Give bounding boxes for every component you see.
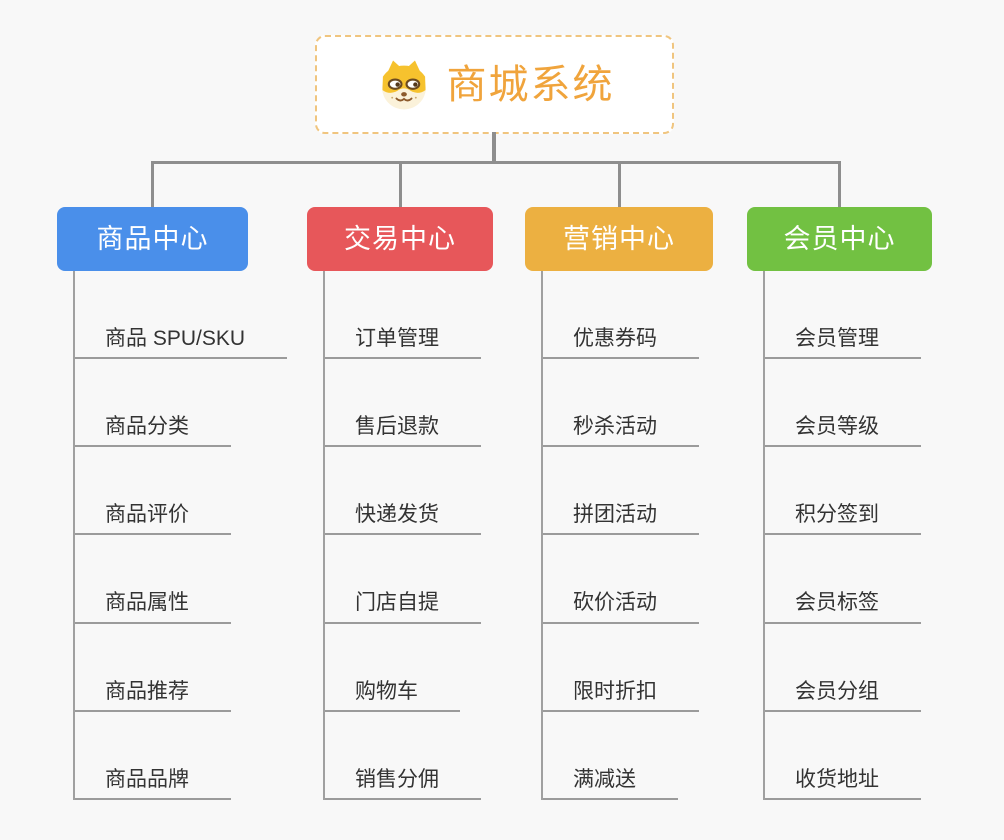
leaf-node[interactable]: 商品推荐 [75,679,231,712]
leaf-node[interactable]: 限时折扣 [543,679,699,712]
leaf-node[interactable]: 商品 SPU/SKU [75,326,288,360]
leaf-row: 商品推荐 [75,624,287,712]
leaf-row: 秒杀活动 [543,359,713,448]
branch-node[interactable]: 会员中心 [747,207,932,271]
leaf-row: 商品 SPU/SKU [75,271,288,360]
leaf-node[interactable]: 会员标签 [765,590,921,624]
leaf-row: 销售分佣 [325,712,493,800]
leaf-list: 订单管理售后退款快递发货门店自提购物车销售分佣 [323,271,493,800]
leaf-node[interactable]: 拼团活动 [543,502,699,536]
leaf-row: 满减送 [543,712,713,800]
branch-node[interactable]: 商品中心 [57,207,248,271]
branch-connector-drop [399,163,402,207]
leaf-node[interactable]: 优惠券码 [543,326,699,360]
dog-face-icon [381,60,426,109]
branch-node-label: 交易中心 [344,223,456,254]
leaf-row: 积分签到 [765,447,932,536]
leaf-node[interactable]: 门店自提 [325,590,481,624]
leaf-node[interactable]: 销售分佣 [325,767,481,800]
leaf-row: 会员等级 [765,359,932,448]
leaf-node[interactable]: 秒杀活动 [543,414,699,448]
leaf-row: 拼团活动 [543,447,713,536]
leaf-row: 商品评价 [75,447,287,536]
leaf-row: 售后退款 [325,359,493,448]
leaf-node[interactable]: 满减送 [543,767,678,800]
branch-connector-drop [838,163,841,207]
branch-node-label: 营销中心 [563,223,675,254]
branch-node-label: 商品中心 [96,223,209,254]
leaf-row: 会员标签 [765,535,932,624]
leaf-node[interactable]: 砍价活动 [543,590,699,624]
leaf-row: 商品属性 [75,535,287,624]
branch-connector-drop [618,163,621,207]
leaf-node[interactable]: 购物车 [325,679,460,712]
branch-column: 营销中心优惠券码秒杀活动拼团活动砍价活动限时折扣满减送 [525,207,713,800]
leaf-node[interactable]: 商品评价 [75,502,231,536]
leaf-row: 限时折扣 [543,624,713,712]
leaf-node[interactable]: 积分签到 [765,502,921,536]
root-title: 商城系统 [446,62,615,107]
leaf-row: 会员分组 [765,624,932,712]
branch-column: 交易中心订单管理售后退款快递发货门店自提购物车销售分佣 [307,207,493,800]
leaf-row: 购物车 [325,624,493,712]
leaf-node[interactable]: 会员分组 [765,679,921,712]
leaf-row: 会员管理 [765,271,932,360]
leaf-node[interactable]: 商品品牌 [75,767,231,800]
leaf-list: 会员管理会员等级积分签到会员标签会员分组收货地址 [763,271,932,800]
branch-column: 会员中心会员管理会员等级积分签到会员标签会员分组收货地址 [747,207,932,800]
leaf-row: 商品品牌 [75,712,287,800]
leaf-row: 门店自提 [325,535,493,624]
leaf-node[interactable]: 收货地址 [765,767,921,800]
branch-node[interactable]: 营销中心 [525,207,713,271]
leaf-node[interactable]: 商品属性 [75,590,231,624]
leaf-node[interactable]: 商品分类 [75,414,231,448]
leaf-node[interactable]: 订单管理 [325,326,481,360]
leaf-row: 快递发货 [325,447,493,536]
leaf-node[interactable]: 会员管理 [765,326,921,360]
leaf-row: 砍价活动 [543,535,713,624]
leaf-node[interactable]: 售后退款 [325,414,481,448]
leaf-row: 订单管理 [325,271,493,360]
root-node[interactable]: 商城系统 [315,35,674,134]
leaf-node[interactable]: 快递发货 [325,502,481,536]
branch-column: 商品中心商品 SPU/SKU 商品分类商品评价商品属性商品推荐商品品牌 [57,207,288,800]
leaf-row: 商品分类 [75,359,287,448]
leaf-list: 优惠券码秒杀活动拼团活动砍价活动限时折扣满减送 [541,271,713,800]
root-connector-stub [492,132,496,163]
leaf-row: 优惠券码 [543,271,713,360]
leaf-row: 收货地址 [765,712,932,800]
branch-node[interactable]: 交易中心 [307,207,493,271]
branch-connector-drop [151,163,154,207]
leaf-node[interactable]: 会员等级 [765,414,921,448]
branch-node-label: 会员中心 [783,223,896,254]
trunk-connector-line [151,161,841,164]
leaf-list: 商品 SPU/SKU 商品分类商品评价商品属性商品推荐商品品牌 [73,271,288,800]
